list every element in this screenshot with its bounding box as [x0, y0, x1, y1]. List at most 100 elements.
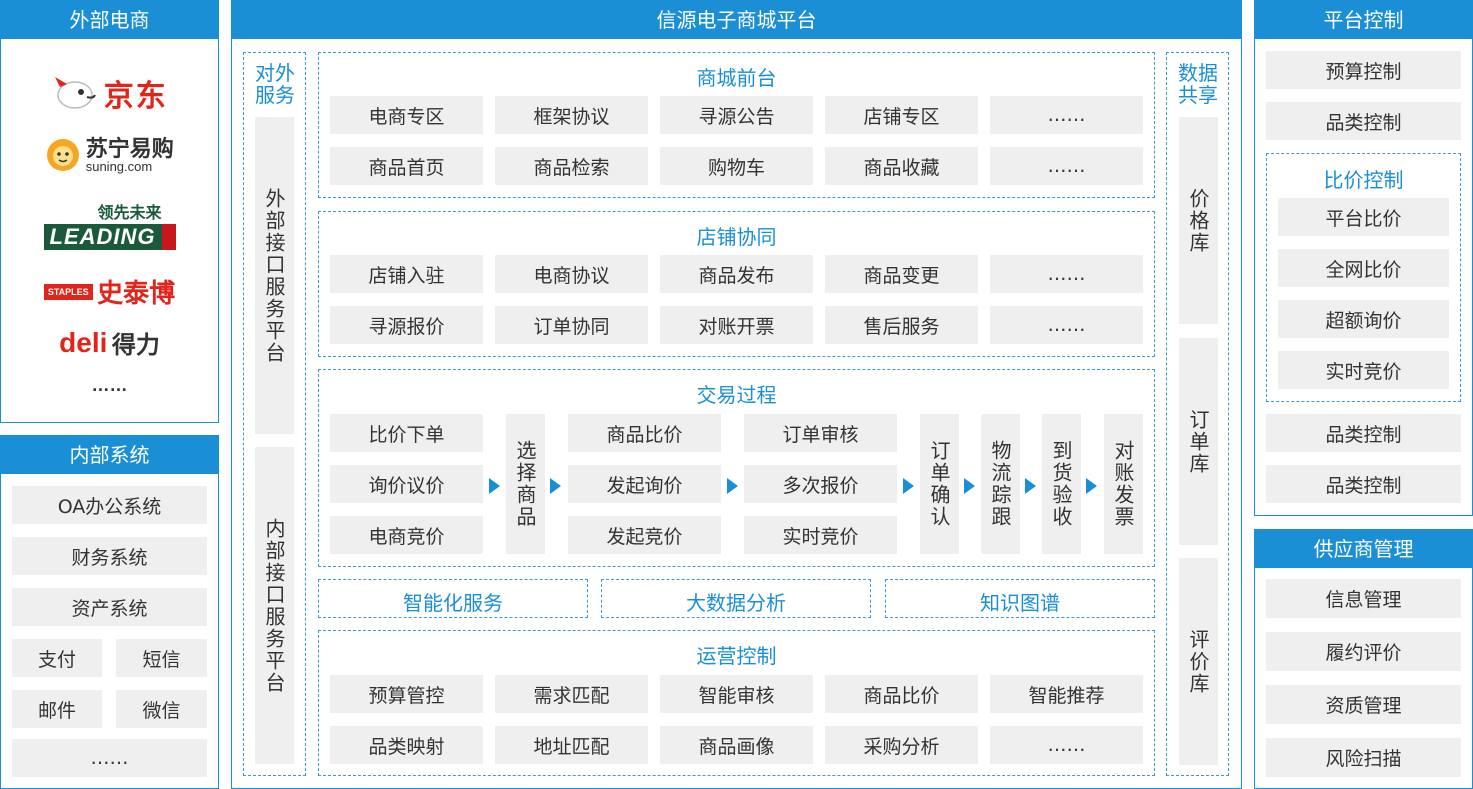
- suning-logo-text: 苏宁易购: [85, 135, 174, 161]
- transaction-frame: [318, 369, 1155, 567]
- flow-arrow-icon: [550, 478, 561, 494]
- storefront-frame: [318, 52, 1155, 198]
- service-knowledge-graph: [885, 579, 1155, 618]
- operations-item: ……: [990, 726, 1143, 764]
- jd-logo-text: 京东: [103, 80, 168, 113]
- review-db-label: 评价库: [1186, 628, 1210, 695]
- store-collab-item: 电商协议: [495, 255, 648, 293]
- transaction-title: 交易过程: [696, 383, 777, 407]
- suning-logo-subtext: suning.com: [85, 158, 153, 174]
- internal-systems-title: 内部系统: [1, 436, 218, 474]
- compare-item: 实时竞价: [1278, 351, 1449, 389]
- storefront-item: 商品收藏: [825, 147, 978, 185]
- price-db-label: 价格库: [1186, 187, 1210, 254]
- reconcile-invoice-box: 对账发票: [1104, 414, 1143, 554]
- storefront-item: ……: [990, 147, 1143, 185]
- compare-control-frame: [1266, 153, 1461, 402]
- flow-arrow-icon: [489, 478, 500, 494]
- review-db-box: 评价库: [1179, 558, 1218, 765]
- order-confirm-box: 订单确认: [920, 414, 959, 554]
- logistics-box: 物流踪跟: [981, 414, 1020, 554]
- jd-dog-icon: [51, 75, 99, 111]
- leading-logo-en: LEADING: [43, 224, 176, 250]
- order-db-label: 订单库: [1186, 408, 1210, 475]
- flow-arrow-icon: [964, 478, 975, 494]
- storefront-item: 店铺专区: [825, 96, 978, 134]
- operations-item: 商品比价: [825, 675, 978, 713]
- jd-logo: 京东: [1, 71, 218, 115]
- operations-item: 需求匹配: [495, 675, 648, 713]
- storefront-item: 框架协议: [495, 96, 648, 134]
- transaction-step: 实时竞价: [744, 516, 897, 554]
- compare-item: 平台比价: [1278, 198, 1449, 236]
- suning-lion-icon: [45, 137, 81, 173]
- delivery-check-label: 到货验收: [1049, 440, 1073, 528]
- service-knowledge-graph-label: 知识图谱: [980, 591, 1060, 615]
- internal-interface-box: 内部接口服务平台: [255, 447, 294, 764]
- service-smart-label: 智能化服务: [403, 591, 503, 615]
- delivery-check-box: 到货验收: [1042, 414, 1081, 554]
- data-sharing-label: 数据共享: [1178, 61, 1218, 107]
- transaction-step: 发起询价: [568, 465, 721, 503]
- storefront-item: 寻源公告: [660, 96, 813, 134]
- storefront-item: 电商专区: [330, 96, 483, 134]
- operations-item: 品类映射: [330, 726, 483, 764]
- store-collab-frame: [318, 211, 1155, 357]
- compare-control-title: 比价控制: [1323, 168, 1404, 192]
- leading-logo: 领先未来 LEADING: [1, 206, 218, 252]
- external-ecommerce-title: 外部电商: [1, 1, 218, 39]
- leading-logo-cn: 领先未来: [97, 205, 162, 222]
- internal-item-wechat: 微信: [116, 690, 207, 728]
- compare-item: 超额询价: [1278, 300, 1449, 338]
- storefront-item: 商品检索: [495, 147, 648, 185]
- platform-item-budget: 预算控制: [1266, 51, 1461, 89]
- storefront-item: 商品首页: [330, 147, 483, 185]
- external-more: ……: [91, 375, 128, 395]
- supplier-management-title: 供应商管理: [1255, 530, 1472, 568]
- platform-control-title: 平台控制: [1255, 1, 1472, 39]
- supplier-item: 信息管理: [1266, 579, 1461, 618]
- internal-item-more: ……: [12, 739, 207, 777]
- staples-logo-badge: STAPLES: [43, 283, 93, 300]
- external-interface-label: 外部接口服务平台: [262, 187, 286, 364]
- select-goods-label: 选择商品: [513, 440, 537, 528]
- deli-logo-en: deli: [59, 326, 108, 358]
- service-bigdata: [601, 579, 871, 618]
- store-collab-item: 店铺入驻: [330, 255, 483, 293]
- store-collab-item: 对账开票: [660, 306, 813, 344]
- operations-frame: [318, 630, 1155, 776]
- internal-item-mail: 邮件: [12, 690, 102, 728]
- service-bigdata-label: 大数据分析: [686, 591, 786, 615]
- flow-arrow-icon: [903, 478, 914, 494]
- supplier-item: 风险扫描: [1266, 738, 1461, 777]
- storefront-title: 商城前台: [696, 66, 777, 90]
- logistics-label: 物流踪跟: [988, 440, 1012, 528]
- transaction-step: 订单审核: [744, 414, 897, 452]
- transaction-step: 商品比价: [568, 414, 721, 452]
- deli-logo: deli 得力: [1, 325, 218, 361]
- operations-title: 运营控制: [696, 644, 777, 668]
- external-ecommerce-panel: 外部电商 京东 苏宁易购 suning.com: [0, 0, 219, 423]
- operations-item: 智能推荐: [990, 675, 1143, 713]
- internal-item-oa: OA办公系统: [12, 486, 207, 524]
- operations-item: 采购分析: [825, 726, 978, 764]
- internal-item-assets: 资产系统: [12, 588, 207, 626]
- store-collab-item: 商品变更: [825, 255, 978, 293]
- internal-item-pay: 支付: [12, 639, 102, 677]
- staples-logo: STAPLES 史泰博: [1, 273, 218, 309]
- flow-arrow-icon: [727, 478, 738, 494]
- main-platform-title: 信源电子商城平台: [232, 1, 1241, 39]
- transaction-mode: 询价议价: [330, 465, 483, 503]
- platform-item-category: 品类控制: [1266, 465, 1461, 503]
- reconcile-invoice-label: 对账发票: [1111, 440, 1135, 528]
- data-sharing-frame: [1166, 52, 1229, 776]
- operations-item: 地址匹配: [495, 726, 648, 764]
- store-collab-item: 售后服务: [825, 306, 978, 344]
- order-confirm-label: 订单确认: [927, 440, 951, 528]
- internal-interface-label: 内部接口服务平台: [262, 517, 286, 694]
- transaction-mode: 电商竞价: [330, 516, 483, 554]
- platform-item-category: 品类控制: [1266, 102, 1461, 140]
- price-db-box: 价格库: [1179, 117, 1218, 324]
- external-service-frame: [243, 52, 306, 776]
- compare-item: 全网比价: [1278, 249, 1449, 287]
